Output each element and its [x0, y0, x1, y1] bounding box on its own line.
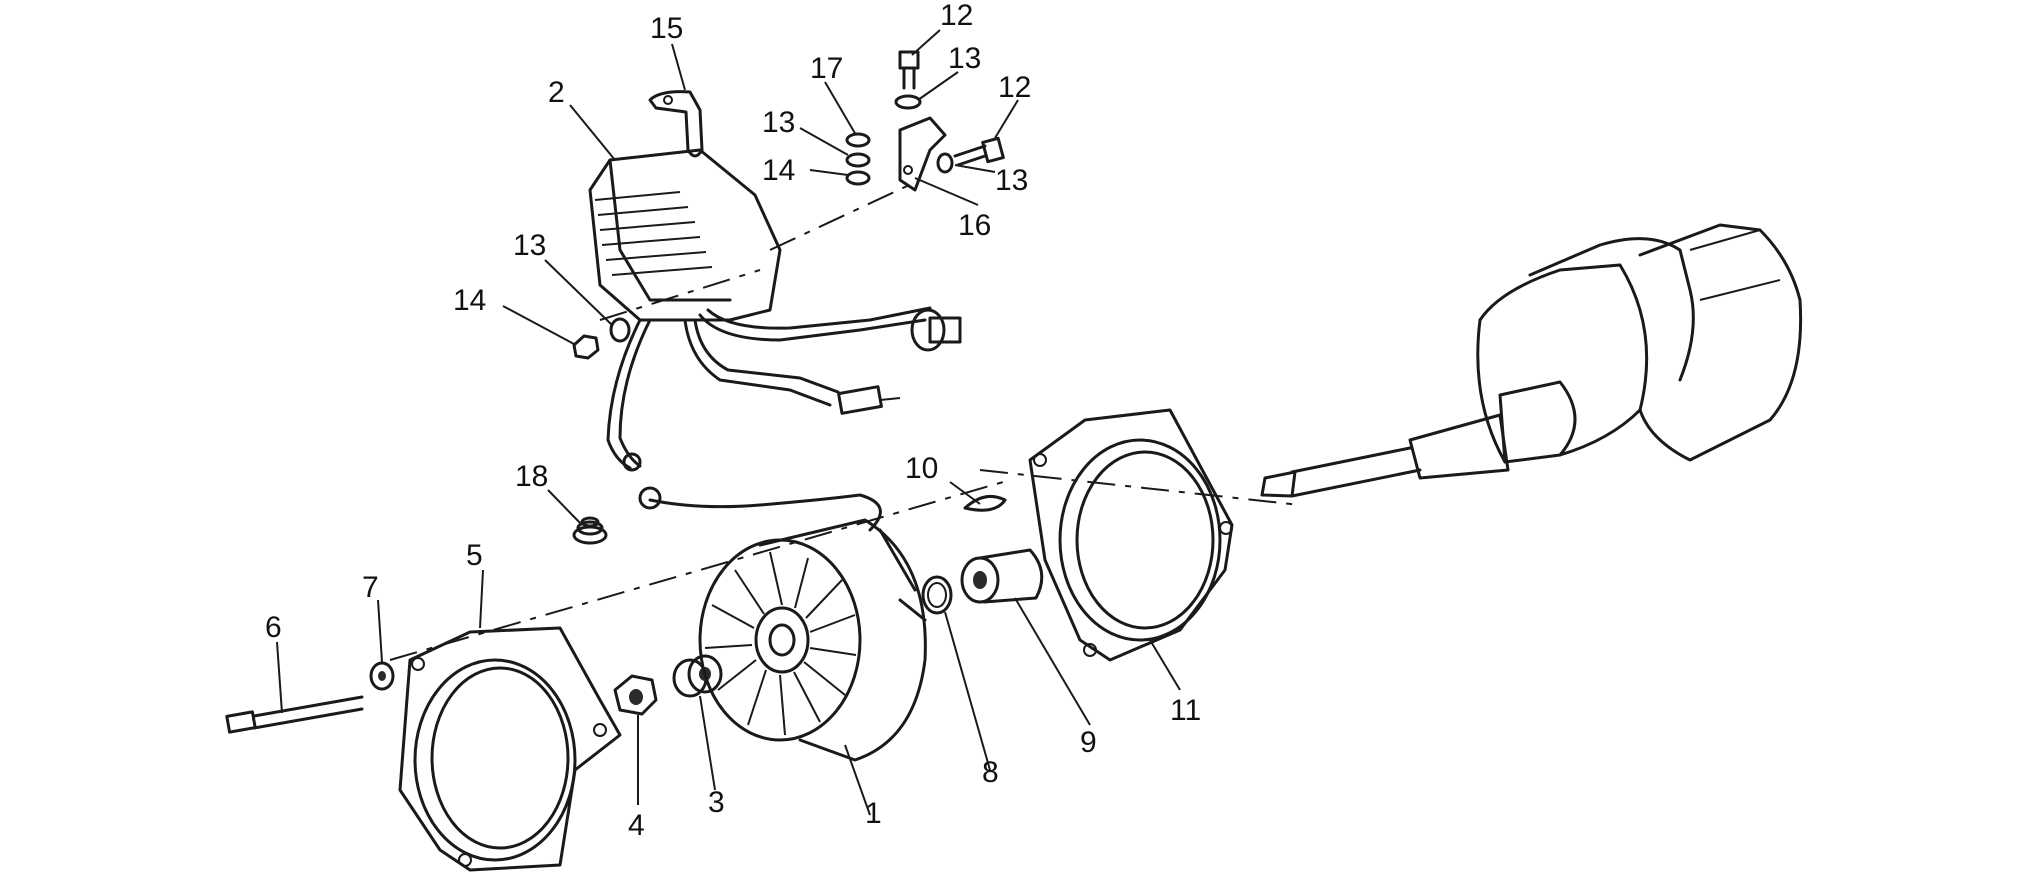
part-10-key — [963, 494, 1007, 512]
regulator-fins — [594, 191, 713, 276]
part-3-spacer — [672, 654, 723, 698]
part-8-circlip — [921, 575, 953, 615]
part-2-regulator — [588, 148, 782, 322]
callout-14-mid: 14 — [762, 154, 795, 187]
callout-labels: 15 2 12 13 12 17 13 14 13 16 13 14 18 10… — [265, 0, 1201, 842]
bracket-axis — [599, 269, 761, 321]
ring-terminal-upper — [622, 452, 642, 472]
rotor-fins — [704, 551, 857, 736]
callout-8: 8 — [982, 756, 999, 789]
part-13-washer-mid — [845, 152, 871, 168]
part-11-rear-cover — [1028, 408, 1234, 662]
callout-13-mid: 13 — [762, 106, 795, 139]
part-14-nut-left — [572, 334, 600, 360]
part-12-screw-right — [953, 136, 1005, 167]
callout-10: 10 — [905, 452, 938, 485]
callout-11: 11 — [1170, 694, 1201, 727]
part-14-nut-mid — [845, 170, 871, 186]
crankshaft — [1260, 223, 1803, 498]
assembly-axis-upper — [979, 469, 1301, 506]
part-7-washer — [369, 661, 395, 691]
callout-12-top: 12 — [940, 0, 973, 32]
part-18-grommet — [572, 516, 608, 545]
callout-1: 1 — [865, 797, 882, 830]
callout-5: 5 — [466, 539, 483, 572]
part-15-clip — [648, 90, 704, 158]
callout-16: 16 — [958, 209, 991, 242]
callout-18: 18 — [515, 460, 548, 493]
part-9-bushing — [960, 548, 1044, 604]
callout-12-right: 12 — [998, 71, 1031, 104]
part-12-screw-top — [898, 50, 920, 90]
callout-9: 9 — [1080, 726, 1097, 759]
part-13-washer-top — [894, 94, 922, 110]
callout-2: 2 — [548, 76, 565, 109]
callout-13-left: 13 — [513, 229, 546, 262]
callout-15: 15 — [650, 12, 683, 45]
part-16-bracket — [898, 116, 947, 192]
part-6-bolt — [225, 695, 364, 734]
callout-13-top: 13 — [948, 42, 981, 75]
callout-17: 17 — [810, 52, 843, 85]
part-17-washer — [845, 132, 871, 148]
callout-3: 3 — [708, 786, 725, 819]
connector-spade-terminal — [837, 385, 901, 415]
part-5-front-cover — [398, 626, 622, 872]
regulator-axis — [769, 179, 921, 251]
leader-lines — [276, 29, 1181, 816]
part-4-nut — [613, 674, 658, 716]
callout-14-left: 14 — [453, 284, 486, 317]
callout-4: 4 — [628, 809, 645, 842]
callout-6: 6 — [265, 611, 282, 644]
part-1-rotor — [698, 518, 927, 762]
ring-terminal-lower — [638, 486, 662, 510]
part-13-washer-left — [609, 317, 631, 343]
regulator-wiring — [606, 306, 932, 532]
part-13-washer-right — [936, 152, 954, 174]
connector-plug — [910, 308, 962, 352]
callout-13-right: 13 — [995, 164, 1028, 197]
callout-7: 7 — [362, 571, 379, 604]
